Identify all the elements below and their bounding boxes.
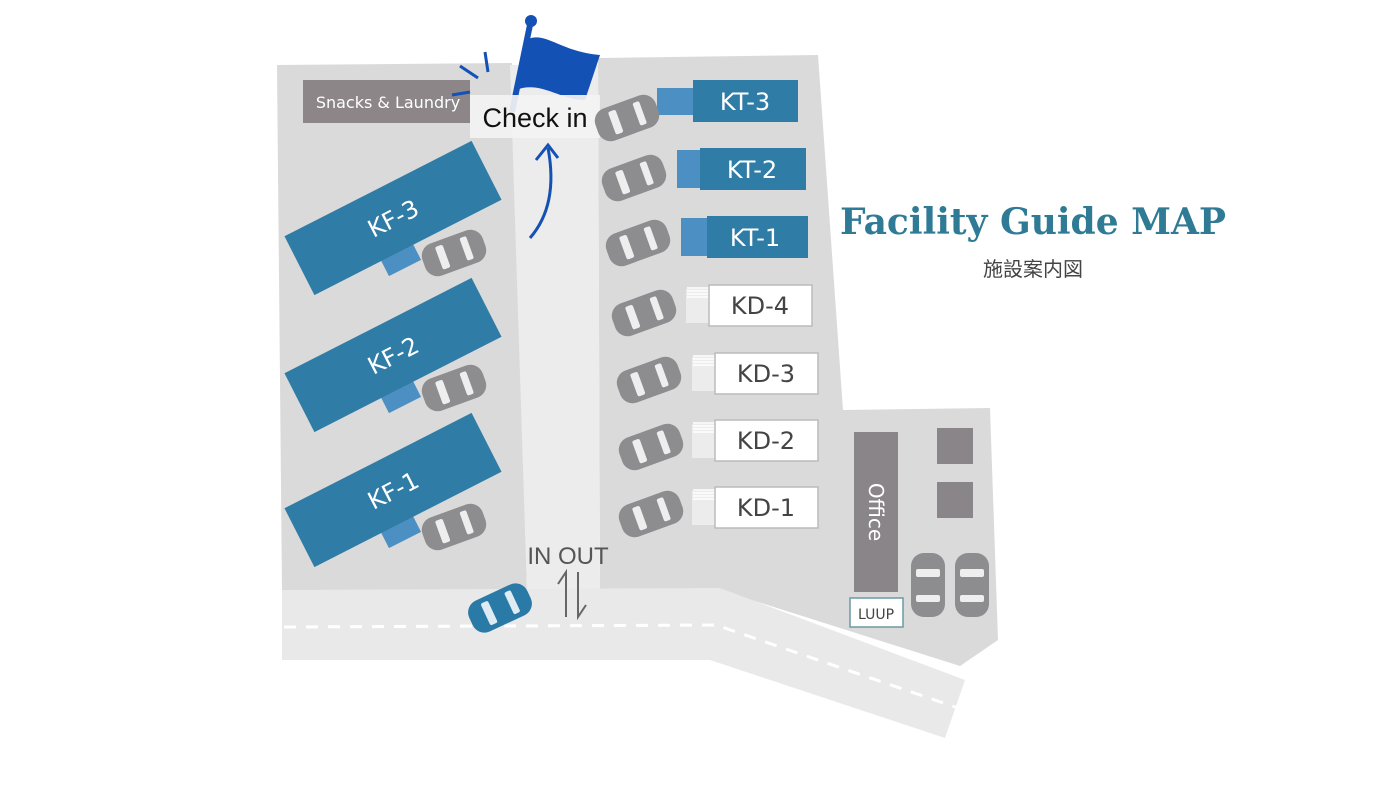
map-subtitle: 施設案内図 bbox=[983, 257, 1083, 281]
car-icon bbox=[601, 154, 667, 202]
car-icon bbox=[616, 356, 682, 404]
car-icon bbox=[911, 553, 945, 617]
building-kd-2[interactable]: KD-2 bbox=[692, 419, 819, 462]
kd-label: KD-1 bbox=[737, 494, 795, 522]
storage-unit bbox=[937, 428, 973, 464]
kt-3-label: KT-3 bbox=[720, 88, 770, 116]
entrance-label: IN OUT bbox=[527, 543, 609, 570]
in-out-arrows-icon bbox=[557, 568, 587, 621]
guest-car-icon bbox=[468, 583, 532, 633]
storage-unit bbox=[937, 482, 973, 518]
building-kt-2[interactable]: KT-2 bbox=[677, 148, 806, 190]
car-icon bbox=[618, 490, 684, 538]
car-icon bbox=[618, 423, 684, 471]
road bbox=[282, 588, 965, 738]
kd-main bbox=[708, 284, 813, 327]
kd-label: KD-3 bbox=[737, 360, 795, 388]
check-in-label: Check in bbox=[482, 103, 587, 133]
kf-main bbox=[284, 412, 502, 568]
kd-main bbox=[714, 419, 819, 462]
building-kd-3[interactable]: KD-3 bbox=[692, 352, 819, 395]
car-icon bbox=[611, 289, 677, 337]
kf-main bbox=[284, 277, 502, 433]
building-kf-2[interactable]: KF-2 bbox=[284, 277, 509, 447]
office-label: Office bbox=[864, 483, 888, 541]
kd-main bbox=[714, 352, 819, 395]
building-kd-1[interactable]: KD-1 bbox=[692, 486, 819, 529]
car-icon bbox=[594, 94, 660, 142]
luup-station[interactable]: LUUP bbox=[849, 597, 904, 628]
building-kf-1[interactable]: KF-1 bbox=[284, 412, 509, 582]
check-in-sign[interactable]: Check in bbox=[470, 95, 600, 138]
building-kt-3[interactable]: KT-3 bbox=[657, 80, 798, 122]
snacks-laundry-building[interactable]: Snacks & Laundry bbox=[303, 80, 470, 123]
central-aisle bbox=[510, 65, 600, 592]
map-title: Facility Guide MAP bbox=[840, 201, 1226, 243]
office-building[interactable]: Office bbox=[854, 432, 898, 592]
car-icon bbox=[421, 229, 487, 277]
flag-icon bbox=[451, 15, 600, 113]
building-kd-4[interactable]: KD-4 bbox=[686, 284, 813, 327]
car-icon bbox=[955, 553, 989, 617]
car-icon bbox=[421, 503, 487, 551]
car-icon bbox=[421, 364, 487, 412]
kt-2-label: KT-2 bbox=[727, 156, 777, 184]
snacks-laundry-label: Snacks & Laundry bbox=[316, 93, 460, 112]
car-icon bbox=[605, 219, 671, 267]
luup-label: LUUP bbox=[858, 607, 894, 623]
building-kt-1[interactable]: KT-1 bbox=[681, 216, 808, 258]
kd-label: KD-4 bbox=[731, 292, 789, 320]
kd-main bbox=[714, 486, 819, 529]
kf-main bbox=[284, 140, 502, 296]
road-center-line bbox=[283, 623, 959, 710]
kt-1-label: KT-1 bbox=[730, 224, 780, 252]
kd-label: KD-2 bbox=[737, 427, 795, 455]
building-kf-3[interactable]: KF-3 bbox=[284, 140, 509, 310]
arrow-icon bbox=[528, 142, 560, 239]
